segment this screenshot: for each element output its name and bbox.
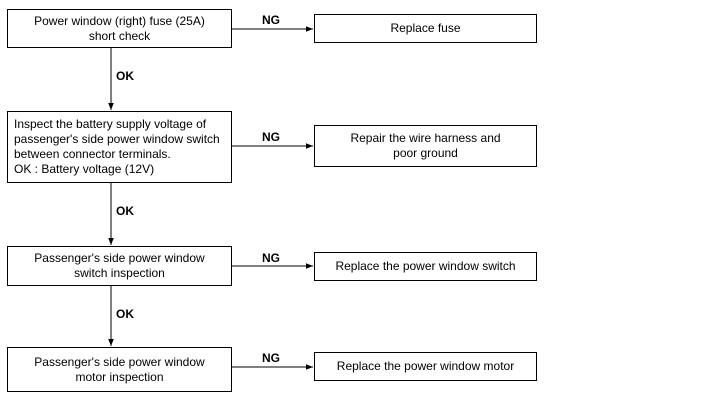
action-text-1: Replace fuse xyxy=(390,21,461,35)
action-text-3: Replace the power window switch xyxy=(335,259,516,273)
step-box-3: Passenger's side power window switch ins… xyxy=(7,246,232,286)
step-text-1: Power window (right) fuse (25A) short ch… xyxy=(34,13,205,43)
ng-label-4: NG xyxy=(262,351,280,365)
action-box-3: Replace the power window switch xyxy=(314,252,537,281)
step-text-3: Passenger's side power window switch ins… xyxy=(34,251,205,280)
ok-label-3: OK xyxy=(116,307,134,321)
step-box-4: Passenger's side power window motor insp… xyxy=(7,347,232,392)
step-text-2: Inspect the battery supply voltage of pa… xyxy=(14,117,220,176)
action-text-2: Repair the wire harness and poor ground xyxy=(350,131,501,160)
action-box-1: Replace fuse xyxy=(314,14,537,43)
action-box-4: Replace the power window motor xyxy=(314,352,537,381)
action-text-4: Replace the power window motor xyxy=(336,359,515,373)
step-box-1: Power window (right) fuse (25A) short ch… xyxy=(7,9,232,48)
ok-label-2: OK xyxy=(116,204,134,218)
step-text-4: Passenger's side power window motor insp… xyxy=(34,354,205,384)
ng-label-2: NG xyxy=(262,130,280,144)
ng-label-3: NG xyxy=(262,251,280,265)
ng-label-1: NG xyxy=(262,13,280,27)
step-box-2: Inspect the battery supply voltage of pa… xyxy=(7,111,232,183)
ok-label-1: OK xyxy=(116,69,134,83)
action-box-2: Repair the wire harness and poor ground xyxy=(314,125,537,167)
